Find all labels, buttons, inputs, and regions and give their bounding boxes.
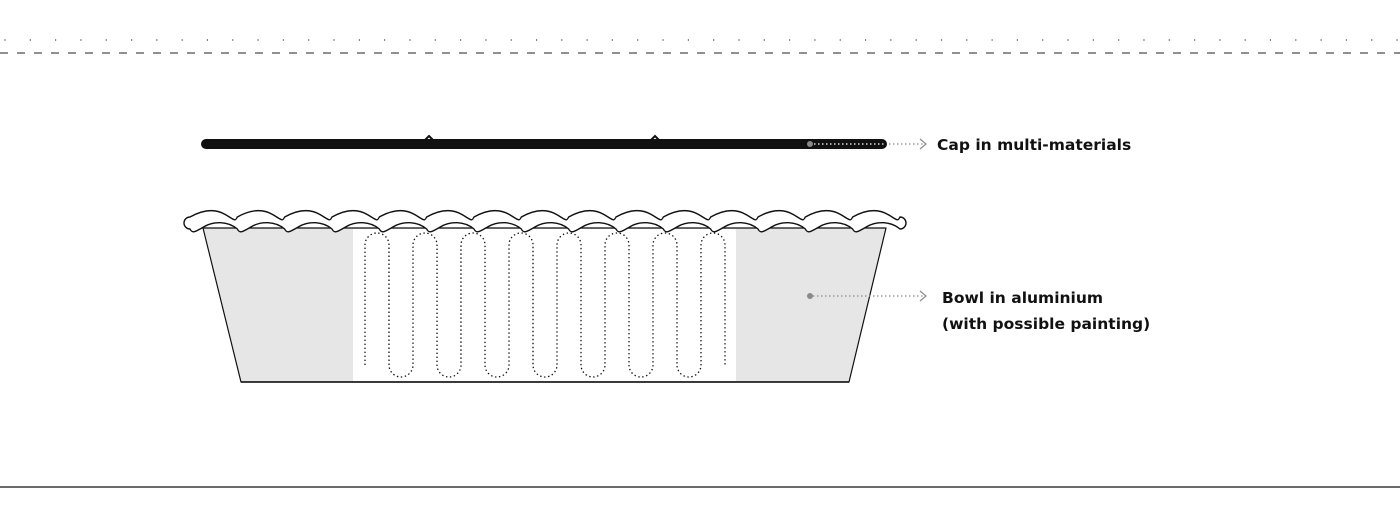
top-border [0, 39, 1400, 54]
bowl-leader-arrowhead [919, 290, 927, 302]
bowl-label-line-1: Bowl in aluminium [942, 289, 1104, 307]
cap-leader-dot [807, 141, 813, 147]
bowl-wavy-rim [183, 210, 907, 233]
bowl-label-line-2: (with possible painting) [942, 315, 1151, 333]
bowl-leader [807, 290, 927, 302]
cap-label: Cap in multi-materials [937, 132, 1131, 158]
bowl-label: Bowl in aluminium (with possible paintin… [942, 285, 1150, 337]
cap [201, 134, 887, 149]
bowl-leader-dot [807, 293, 813, 299]
cap-leader [807, 138, 927, 150]
bowl-dotted-serpentine [364, 232, 726, 378]
cap-label-line-1: Cap in multi-materials [937, 136, 1132, 154]
cap-seam [424, 134, 660, 141]
bowl [183, 210, 907, 383]
cap-bar [201, 139, 887, 149]
cap-leader-arrowhead [919, 138, 927, 150]
bowl-inner-panel [353, 229, 736, 381]
